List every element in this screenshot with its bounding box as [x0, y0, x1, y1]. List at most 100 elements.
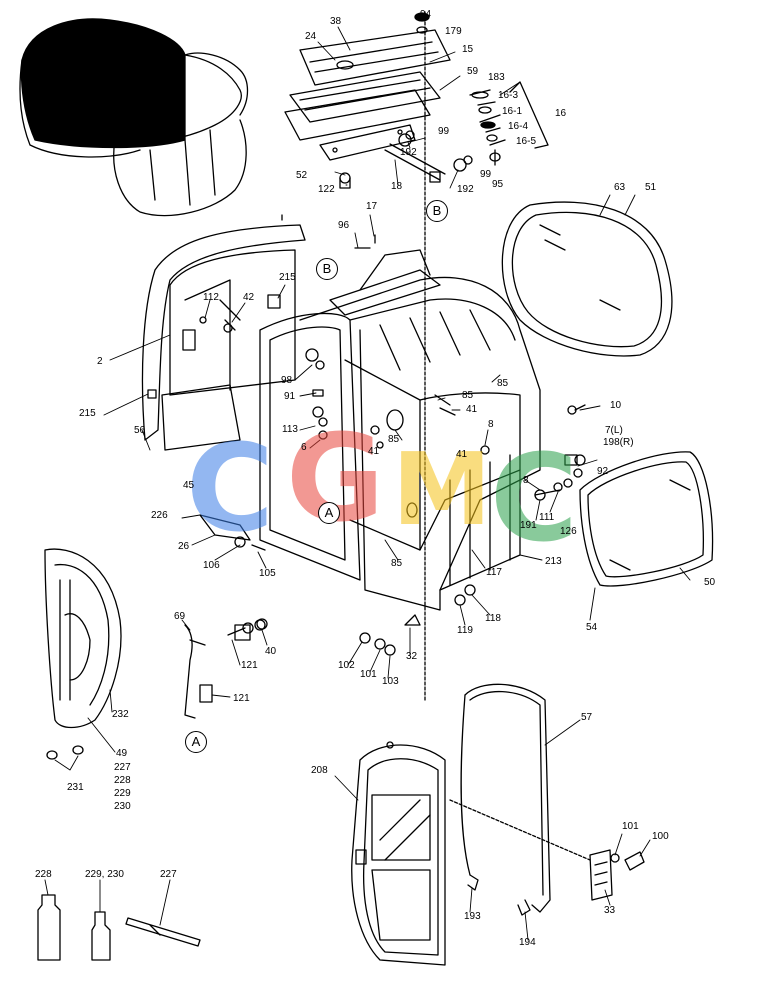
part-label: 17 [366, 201, 378, 212]
part-label: 228 [35, 869, 52, 880]
part-label: 228 [114, 775, 131, 786]
part-label: 10 [610, 400, 622, 411]
roof-hatch-assembly [284, 11, 549, 701]
part-label: 40 [265, 646, 277, 657]
part-label: 229, 230 [85, 869, 124, 880]
reference-marker-b: B [316, 258, 338, 280]
part-label: 192 [400, 147, 417, 158]
part-label: 26 [178, 541, 190, 552]
part-label: 59 [467, 66, 479, 77]
part-label: 52 [296, 170, 308, 181]
part-label: 113 [282, 424, 298, 435]
part-label: 15 [462, 44, 474, 55]
part-label: 16-4 [508, 121, 529, 132]
part-label: 41 [456, 449, 468, 460]
part-label: 85 [388, 434, 400, 445]
part-label: 96 [338, 220, 350, 231]
part-label: 49 [116, 748, 128, 759]
part-label: 213 [545, 556, 562, 567]
part-label: 38 [330, 16, 342, 27]
part-label: 2 [97, 356, 103, 367]
part-label: 101 [360, 669, 377, 680]
reference-marker-b: B [426, 200, 448, 222]
sealant-bottles [37, 894, 201, 961]
door-seal [460, 683, 551, 916]
part-label: 122 [318, 184, 335, 195]
part-label: 99 [438, 126, 450, 137]
part-label: 54 [586, 622, 598, 633]
part-label: 118 [485, 613, 501, 624]
part-label: 85 [497, 378, 509, 389]
part-label: 191 [520, 520, 537, 531]
part-label: 215 [279, 272, 296, 283]
reference-marker-a: A [185, 731, 207, 753]
part-label: 50 [704, 577, 716, 588]
side-panel [44, 548, 122, 760]
door-frame [141, 224, 306, 451]
part-label: 227 [160, 869, 177, 880]
part-label: 111 [539, 512, 555, 523]
part-label: 231 [67, 782, 84, 793]
part-label: 41 [466, 404, 478, 415]
part-label: 119 [457, 625, 473, 636]
part-label: 92 [597, 466, 609, 477]
cab-body [199, 214, 586, 656]
part-label: 41 [368, 446, 380, 457]
part-label: 33 [604, 905, 616, 916]
part-label: 192 [457, 184, 474, 195]
part-label: 95 [492, 179, 504, 190]
part-label: 215 [79, 408, 96, 419]
part-label: 101 [622, 821, 639, 832]
part-label: 102 [338, 660, 355, 671]
part-label: 16 [555, 108, 567, 119]
part-label: 117 [486, 567, 502, 578]
part-label: 16-3 [498, 90, 519, 101]
part-label: 126 [560, 526, 577, 537]
part-label: 179 [445, 26, 462, 37]
part-label: 226 [151, 510, 168, 521]
part-label: 98 [281, 375, 293, 386]
part-label: 7(L) [605, 425, 623, 436]
part-label: 229 [114, 788, 131, 799]
seat-cushion [19, 18, 249, 217]
ground-cable [184, 618, 268, 719]
reference-marker-a: A [318, 502, 340, 524]
cab-door [351, 741, 446, 966]
part-label: 69 [174, 611, 186, 622]
part-label: 6 [301, 442, 307, 453]
part-label: 63 [614, 182, 626, 193]
part-label: 91 [284, 391, 296, 402]
part-label: 112 [203, 292, 219, 303]
part-label: 208 [311, 765, 328, 776]
door-hinge [449, 799, 645, 901]
part-label: 121 [233, 693, 250, 704]
part-label: 24 [305, 31, 317, 42]
part-label: 121 [241, 660, 258, 671]
part-label: 8 [523, 475, 529, 486]
part-label: 106 [203, 560, 220, 571]
part-label: 99 [480, 169, 492, 180]
part-label: 45 [183, 480, 195, 491]
part-label: 32 [406, 651, 418, 662]
part-label: 51 [645, 182, 657, 193]
rear-window [579, 451, 714, 587]
part-label: 16-1 [502, 106, 523, 117]
part-label: 183 [488, 72, 505, 83]
part-label: 56 [134, 425, 146, 436]
part-label: 42 [243, 292, 255, 303]
part-label: 105 [259, 568, 276, 579]
part-label: 57 [581, 712, 593, 723]
part-label: 85 [391, 558, 403, 569]
part-label: 85 [462, 390, 474, 401]
part-label: 8 [488, 419, 494, 430]
part-label: 100 [652, 831, 669, 842]
right-side-window [501, 201, 673, 357]
part-label: 194 [519, 937, 536, 948]
part-label: 198(R) [603, 437, 634, 448]
part-label: 18 [391, 181, 403, 192]
part-label: 230 [114, 801, 131, 812]
part-label: 16-5 [516, 136, 537, 147]
part-label: 227 [114, 762, 131, 773]
